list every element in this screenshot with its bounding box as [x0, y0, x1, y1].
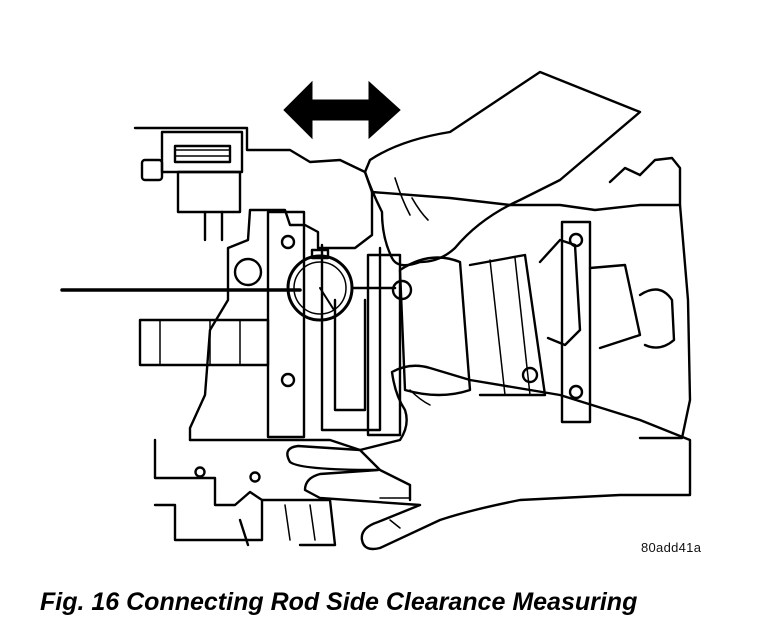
connecting-rod: [266, 210, 402, 439]
lower-hand: [286, 364, 692, 551]
crankshaft: [138, 220, 676, 424]
figure-code: 80add41a: [641, 540, 702, 555]
figure-caption: Fig. 16 Connecting Rod Side Clearance Me…: [40, 588, 638, 616]
double-arrow-icon: [283, 80, 401, 140]
upper-hand: [363, 70, 642, 267]
lower-block: [153, 438, 412, 547]
dial-indicator-clamp: [140, 130, 244, 242]
engine-block: [133, 126, 374, 442]
